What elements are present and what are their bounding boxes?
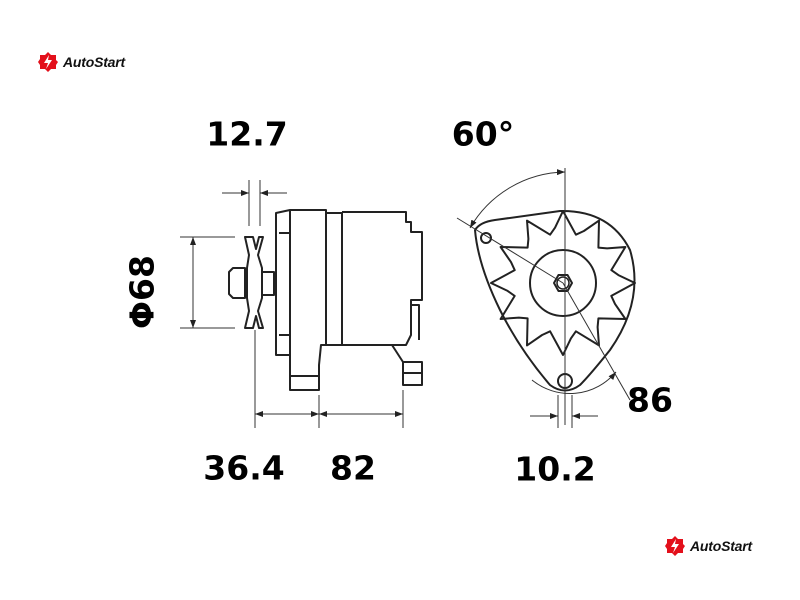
dim-foot-width: 10.2 bbox=[514, 449, 596, 489]
shaft bbox=[261, 271, 275, 296]
front-view bbox=[474, 209, 636, 392]
dim-mount-angle: 60° bbox=[451, 114, 515, 154]
mount-hole-top bbox=[480, 232, 492, 244]
fan-blades bbox=[490, 210, 636, 356]
rear-housing bbox=[342, 211, 423, 346]
pulley-nut bbox=[228, 267, 246, 299]
front-housing bbox=[289, 209, 327, 391]
dim-shaft-offset: 12.7 bbox=[206, 114, 288, 154]
stator bbox=[326, 212, 343, 346]
front-dimension-lines bbox=[456, 168, 631, 428]
front-flange bbox=[275, 209, 291, 356]
dim-body-length: 82 bbox=[330, 448, 376, 488]
logo-text: AutoStart bbox=[63, 54, 125, 70]
side-dimension-lines bbox=[180, 180, 404, 428]
brand-logo-top: AutoStart bbox=[37, 51, 125, 73]
rear-foot bbox=[342, 344, 423, 386]
logo-icon bbox=[665, 536, 685, 556]
logo-text: AutoStart bbox=[690, 538, 752, 554]
brand-logo-bottom: AutoStart bbox=[664, 535, 752, 557]
logo-icon bbox=[38, 52, 58, 72]
dim-front-length: 36.4 bbox=[203, 448, 285, 488]
dim-pulley-diameter: Φ68 bbox=[122, 255, 162, 329]
pulley bbox=[244, 236, 264, 329]
dim-radius: 86 bbox=[627, 380, 673, 420]
hub bbox=[529, 249, 597, 317]
housing-outline bbox=[474, 209, 636, 392]
side-view bbox=[228, 209, 423, 391]
